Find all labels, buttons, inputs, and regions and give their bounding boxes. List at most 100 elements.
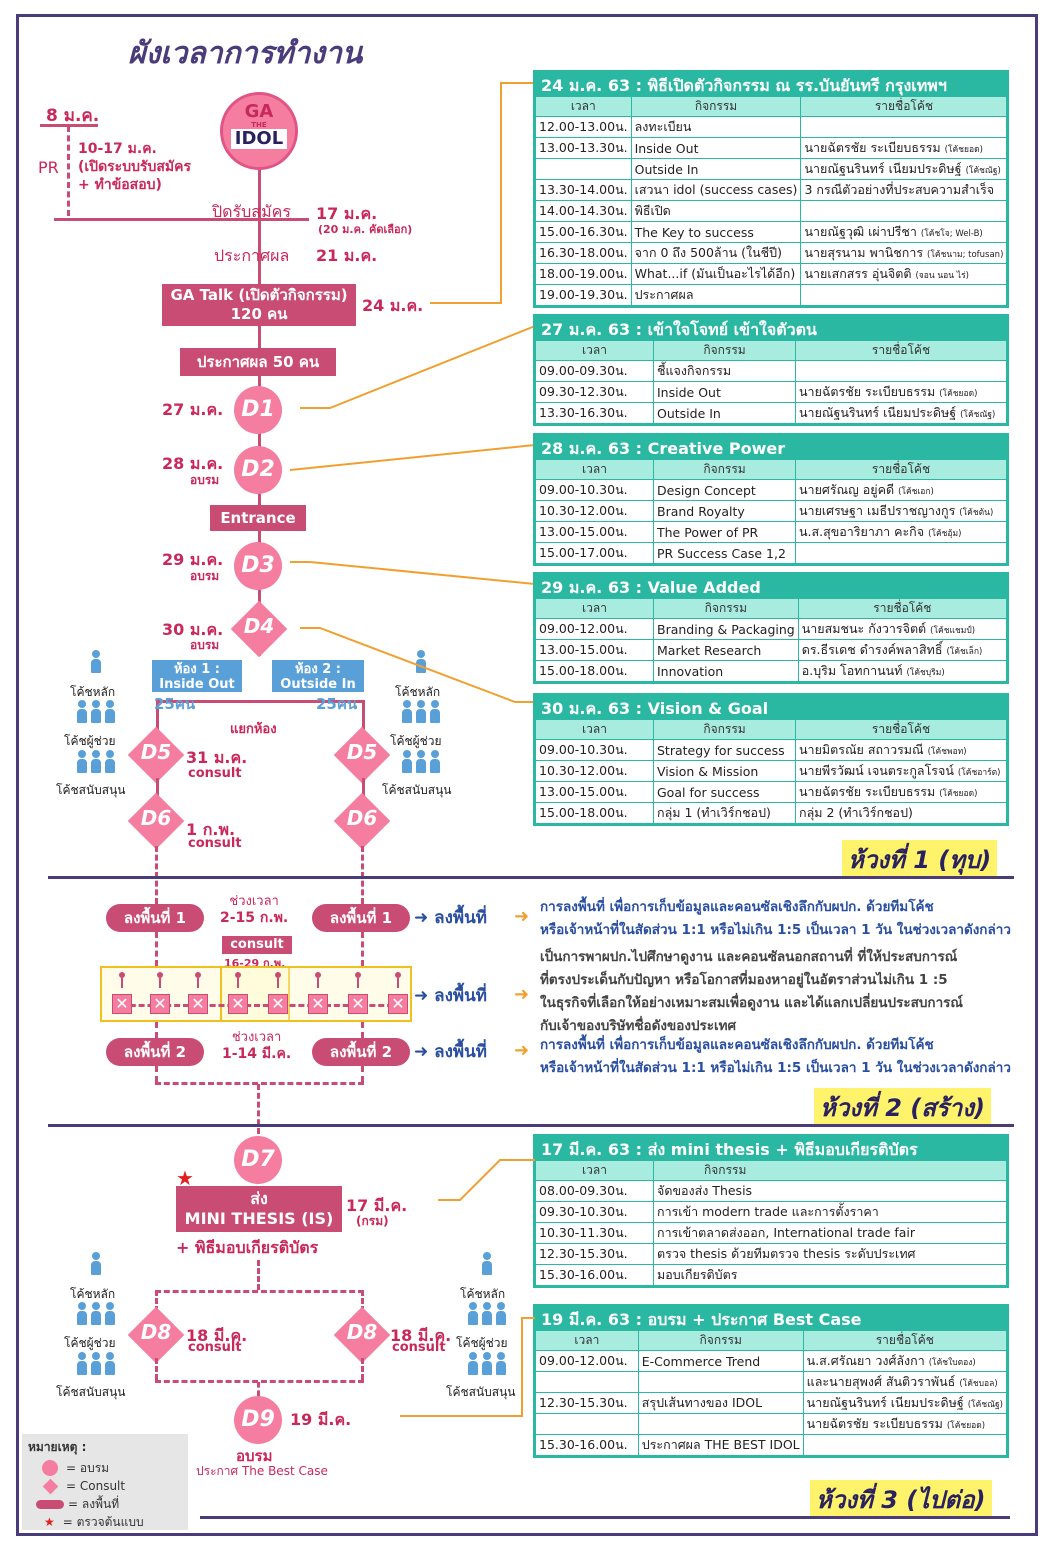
entrance-box: Entrance: [210, 505, 306, 531]
table-row: 10.30-11.30น.การเข้าตลาดส่งออก, Internat…: [535, 1222, 1007, 1244]
schedule-table-6: 17 มี.ค. 63 : ส่ง mini thesis + พิธีมอบเ…: [533, 1134, 1009, 1288]
table-cell: [535, 1371, 639, 1393]
table-row: 13.30-14.00น.เสวนา idol (success cases)3…: [535, 179, 1008, 201]
split-label: แยกห้อง: [230, 722, 277, 737]
table-cell: 13.00-15.00น.: [535, 781, 654, 803]
table-cell: The Power of PR: [653, 521, 796, 543]
field-desc-2: เป็นการพาผปก.ไปศึกษาดูงาน และคอนซัลนอกสถ…: [540, 949, 963, 1034]
coach-cell: นายเสกสรร อุ่นจิตติ (จอน นอน ไร่): [800, 263, 1008, 285]
table-cell: 15.30-16.00น.: [535, 1264, 654, 1286]
pin-icon: [235, 972, 241, 988]
table-cell: PR Success Case 1,2: [653, 542, 796, 564]
orange-arrow-1: ➜: [514, 906, 530, 927]
d8-left-date: 18 มี.ค.: [186, 1326, 248, 1345]
table-title: 30 ม.ค. 63 : Vision & Goal: [535, 695, 1007, 719]
coach-cell: นายฉัตรชัย ระเบียบธรรม (โค้ชยอด): [795, 381, 1007, 403]
coach-main-label-2: โค้ชหลัก: [395, 685, 441, 699]
table-row: 15.00-17.00น.PR Success Case 1,2: [535, 542, 1007, 564]
table-cell: Design Concept: [653, 479, 796, 501]
table-cell: 13.00-15.00น.: [535, 639, 654, 661]
table-cell: 09.00-09.30น.: [535, 360, 654, 382]
coach-assist-label-2: โค้ชผู้ช่วย: [390, 734, 442, 748]
table-cell: Outside In: [630, 158, 802, 180]
table-cell: 09.00-12.00น.: [535, 618, 654, 640]
table-cell: Vision & Mission: [653, 760, 796, 782]
table-title: 19 มี.ค. 63 : อบรม + ประกาศ Best Case: [535, 1306, 1007, 1330]
col-header-coach: รายชื่อโค้ช: [802, 1330, 1008, 1351]
d5-date: 31 ม.ค.: [186, 748, 248, 767]
consult-box: consult: [222, 936, 292, 954]
table-cell: กลุ่ม 1 (ทำเวิร์กชอป): [653, 802, 796, 824]
phase-1-label: ห้วงที่ 1 (ทุบ): [842, 840, 998, 879]
coach-cell: นายสมชนะ กังวารจิตต์ (โค้ชแชมป์): [797, 618, 1008, 640]
table-cell: 12.30-15.30น.: [535, 1392, 639, 1414]
col-header-activity: กิจกรรม: [653, 1160, 1007, 1181]
phase-3-label: ห้วงที่ 3 (ไปต่อ): [810, 1480, 992, 1519]
d3-note: อบรม: [190, 569, 220, 583]
pr-start-date: 8 ม.ค.: [46, 106, 100, 126]
coach-cell: ดร.ธีรเดช ดำรงค์พลาสิทธิ์ (โค้ชเล็ก): [797, 639, 1008, 661]
field-arrow-1: ➜ ลงพื้นที่: [414, 908, 487, 928]
d1-circle: D1: [234, 386, 282, 434]
table-row: 16.30-18.00น.จาก 0 ถึง 500ล้าน (ในชีปี)น…: [535, 242, 1008, 264]
coach-cell: นายฉัตรชัย ระเบียบธรรม (โค้ชยอด): [800, 137, 1008, 159]
table-cell: 15.00-18.00น.: [535, 660, 654, 682]
col-header-coach: รายชื่อโค้ช: [797, 598, 1008, 619]
table-cell: E-Commerce Trend: [637, 1350, 804, 1372]
table-title: 28 ม.ค. 63 : Creative Power: [535, 435, 1007, 459]
d5-left-diamond: D5: [127, 726, 185, 784]
coach-main-label-4: โค้ชหลัก: [460, 1287, 506, 1301]
room-2-count: 25คน: [316, 695, 358, 713]
table-cell: 15.00-18.00น.: [535, 802, 654, 824]
table-cell: 15.00-16.30น.: [535, 221, 632, 243]
coach-cell: นายณัฐนรินทร์ เนียมประดิษฐ์ (โค้ชณัฐ): [795, 402, 1007, 424]
col-header-time: เวลา: [535, 340, 654, 361]
coach-cell: นายฉัตรชัย ระเบียบธรรม (โค้ชยอด): [795, 781, 1007, 803]
pin-icon: [315, 972, 321, 988]
field-arrow-2: ➜ ลงพื้นที่: [414, 986, 487, 1006]
table-cell: ประกาศผล THE BEST IDOL: [637, 1434, 804, 1456]
table-title: 24 ม.ค. 63 : พิธีเปิดตัวกิจกรรม ณ รร.บัน…: [535, 72, 1007, 96]
field-1-left: ลงพื้นที่ 1: [106, 904, 204, 932]
table-cell: การเข้าตลาดส่งออก, International trade f…: [653, 1222, 1007, 1244]
coach-cell: นายเศรษฐา เมธีปราชญางกูร (โค้ชต้น): [795, 500, 1007, 522]
table-cell: 13.30-14.00น.: [535, 179, 632, 201]
d2-note: อบรม: [190, 473, 220, 487]
coach-cell: [802, 1434, 1008, 1456]
coach-cell: นายสุรนาม พานิชการ (โค้ชนาม; tofusan): [800, 242, 1008, 264]
table-cell: Goal for success: [653, 781, 796, 803]
table-cell: Inside Out: [653, 381, 796, 403]
coach-cell: [795, 542, 1007, 564]
ga-talk-box: GA Talk (เปิดตัวกิจกรรม) 120 คน: [162, 284, 356, 326]
d3-circle: D3: [234, 542, 282, 590]
col-header-time: เวลา: [535, 459, 654, 480]
table-row: 08.00-09.30น.จัดของส่ง Thesis: [535, 1180, 1007, 1202]
page-frame: [16, 14, 1038, 1536]
visit-x-icon: ✕: [112, 994, 132, 1014]
table-cell: 12.00-13.00น.: [535, 116, 632, 138]
col-header-time: เวลา: [535, 719, 654, 740]
field-desc-3: การลงพื้นที่ เพื่อการเก็บข้อมูลและคอนซัล…: [540, 1037, 1011, 1076]
table-cell: ลงทะเบียน: [630, 116, 802, 138]
table-cell: มอบเกียรติบัตร: [653, 1264, 1007, 1286]
d7-note: (กรม): [356, 1214, 389, 1228]
col-header-activity: กิจกรรม: [653, 719, 796, 740]
d4-date: 30 ม.ค.: [162, 620, 224, 639]
visit-x-icon: ✕: [150, 994, 170, 1014]
coach-cell: 3 กรณีตัวอย่างที่ประสบความสำเร็จ: [800, 179, 1008, 201]
ga-talk-date: 24 ม.ค.: [362, 296, 424, 315]
room-1-box: ห้อง 1 :Inside Out: [152, 660, 242, 692]
table-cell: 13.00-13.30น.: [535, 137, 632, 159]
